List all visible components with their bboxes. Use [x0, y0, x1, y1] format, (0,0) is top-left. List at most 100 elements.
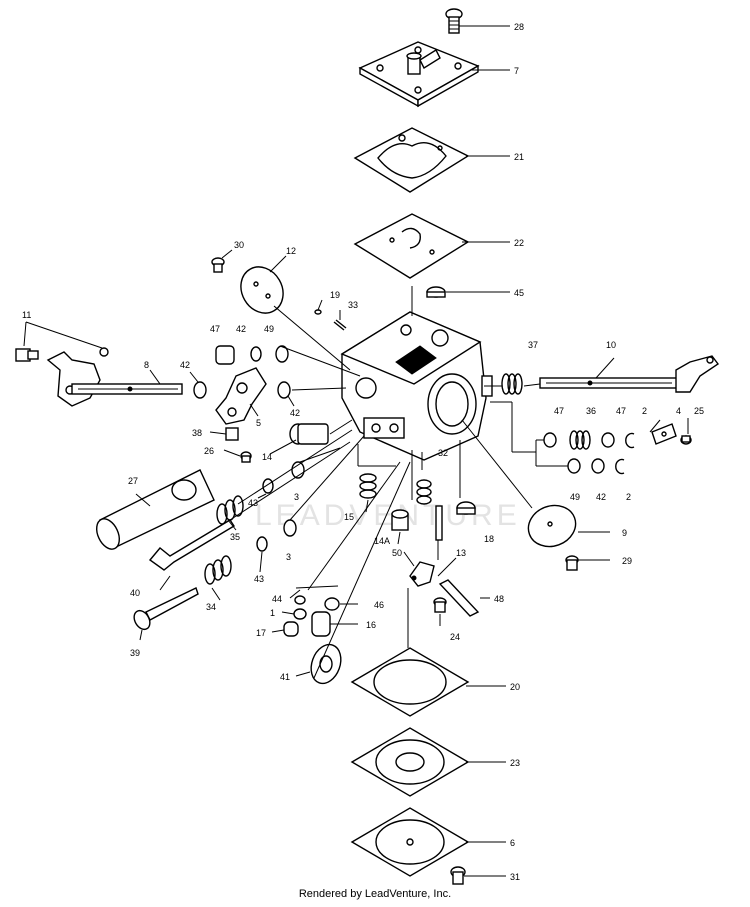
part-28-screw: [445, 8, 463, 34]
callout-9: 9: [622, 528, 627, 538]
callout-33: 33: [348, 300, 358, 310]
leader-lines: [23, 25, 689, 877]
part-50-inlet-lever: [409, 561, 435, 587]
callout-47b: 47: [554, 406, 564, 416]
callout-31: 31: [510, 872, 520, 882]
callout-3a: 3: [294, 492, 299, 502]
callout-48: 48: [494, 594, 504, 604]
callout-38: 38: [192, 428, 202, 438]
callout-2a: 2: [642, 406, 647, 416]
callout-5: 5: [256, 418, 261, 428]
carburetor-body: [340, 311, 493, 461]
part-23-diaphragm: [350, 727, 470, 797]
callout-21: 21: [514, 152, 524, 162]
callout-10: 10: [606, 340, 616, 350]
callout-26: 26: [204, 446, 214, 456]
callout-2b: 2: [626, 492, 631, 502]
part-29-screw: [565, 555, 579, 571]
callout-22: 22: [514, 238, 524, 248]
callout-34: 34: [206, 602, 216, 612]
callout-19: 19: [330, 290, 340, 300]
callout-42d: 42: [596, 492, 606, 502]
part-24-screw: [433, 597, 447, 613]
callout-20: 20: [510, 682, 520, 692]
part-6-cover: [350, 807, 470, 877]
part-8-throttle-shaft: [46, 351, 183, 407]
callout-7: 7: [514, 66, 519, 76]
part-18-disc: [456, 501, 476, 515]
callout-24: 24: [450, 632, 460, 642]
part-12-throttle-plate: [240, 266, 284, 314]
callout-1: 1: [270, 608, 275, 618]
callout-16: 16: [366, 620, 376, 630]
callout-47a: 47: [210, 324, 220, 334]
part-34-spring: [204, 555, 232, 585]
part-27-limiter-cap: [95, 469, 215, 550]
part-21-gasket: [353, 127, 470, 193]
callout-15: 15: [344, 512, 354, 522]
callout-45: 45: [514, 288, 524, 298]
callout-4: 4: [676, 406, 681, 416]
part-20-gasket: [350, 647, 470, 717]
parts-47-42-49-washers-upper: [193, 345, 291, 399]
callout-39: 39: [130, 648, 140, 658]
callout-42b: 42: [180, 360, 190, 370]
part-5-lever: [215, 367, 267, 425]
callout-42c: 42: [290, 408, 300, 418]
part-39-needle: [133, 587, 199, 631]
callout-14: 14: [262, 452, 272, 462]
callout-12: 12: [286, 246, 296, 256]
callout-27: 27: [128, 476, 138, 486]
callout-11: 11: [22, 310, 31, 320]
part-19-33-small-parts: [314, 309, 347, 331]
callout-40: 40: [130, 588, 140, 598]
callout-49a: 49: [264, 324, 274, 334]
part-40-needle: [148, 519, 235, 571]
parts-49-42-2-right-lower: [567, 458, 625, 475]
part-41-welch-plug: [310, 643, 342, 685]
callout-43b: 43: [254, 574, 264, 584]
part-32-spring: [416, 479, 432, 505]
callout-46: 46: [374, 600, 384, 610]
callout-32: 32: [438, 448, 448, 458]
callout-28: 28: [514, 22, 524, 32]
part-10-choke-shaft: [539, 355, 720, 393]
parts-44-1-17-46-16-small: [283, 595, 340, 637]
footer-credit: Rendered by LeadVenture, Inc.: [298, 888, 452, 900]
part-11-fitting: [15, 347, 109, 362]
callout-8: 8: [144, 360, 149, 370]
callout-44: 44: [272, 594, 282, 604]
callout-14A: 14A: [374, 536, 390, 546]
callout-3b: 3: [286, 552, 291, 562]
part-9-choke-plate: [527, 504, 577, 548]
parts-47-36-2-4-25-right-upper: [543, 423, 692, 450]
callout-23: 23: [510, 758, 520, 768]
callout-47c: 47: [616, 406, 626, 416]
part-48-pin: [438, 579, 480, 617]
callout-43a: 43: [248, 498, 258, 508]
part-38-26-screws: [225, 427, 252, 463]
callouts: 28 7 21 22 45 30 12 19 33 11 47 42 49 8 …: [22, 22, 704, 882]
part-45-screen: [426, 286, 446, 298]
callout-37: 37: [528, 340, 538, 350]
part-37-spring: [501, 373, 523, 395]
callout-6: 6: [510, 838, 515, 848]
part-31-screw: [450, 866, 466, 885]
callout-50: 50: [392, 548, 402, 558]
callout-42a: 42: [236, 324, 246, 334]
part-30-screw: [211, 257, 225, 273]
part-14-fitting: [289, 423, 329, 445]
part-14A-washer: [391, 509, 409, 531]
part-13-needle: [435, 505, 443, 541]
callout-18: 18: [484, 534, 494, 544]
callout-13: 13: [456, 548, 466, 558]
callout-36: 36: [586, 406, 596, 416]
callout-41: 41: [280, 672, 290, 682]
callout-30: 30: [234, 240, 244, 250]
callout-49b: 49: [570, 492, 580, 502]
part-7-pump-cover: [358, 41, 480, 108]
part-22-diaphragm: [353, 213, 470, 279]
part-15-spring: [359, 473, 377, 499]
callout-17: 17: [256, 628, 266, 638]
